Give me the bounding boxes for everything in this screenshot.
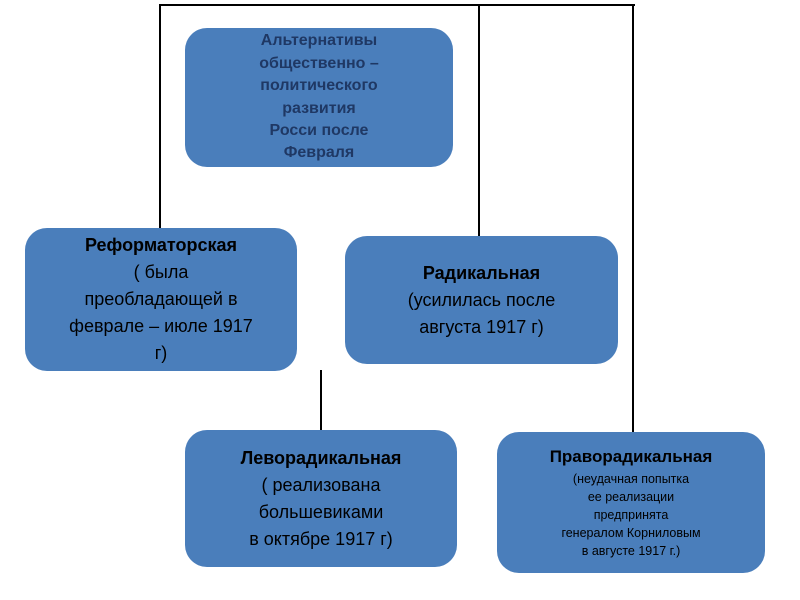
connector-top-horizontal	[159, 4, 635, 6]
box-radical-title: Радикальная	[422, 262, 541, 283]
box-left-radical: Леворадикальная ( реализована большевика…	[185, 430, 457, 567]
box-reformist-title: Реформаторская	[84, 235, 238, 255]
connector-left-vertical	[159, 4, 161, 230]
box-title-text: Альтернативы общественно – политического…	[259, 32, 379, 162]
connector-leftradical-vertical	[320, 370, 322, 432]
box-right-radical: Праворадикальная (неудачная попытка ее р…	[497, 432, 765, 573]
box-radical: Радикальная (усилилась после августа 191…	[345, 236, 618, 364]
box-right-radical-title: Праворадикальная	[549, 446, 713, 466]
connector-right-vertical	[632, 4, 634, 434]
box-radical-body: (усилилась после августа 1917 г)	[407, 289, 556, 337]
box-left-radical-title: Леворадикальная	[240, 447, 402, 468]
connector-middle-vertical	[478, 4, 480, 238]
box-left-radical-body: ( реализована большевиками в октябре 191…	[249, 474, 393, 549]
box-reformist: Реформаторская ( была преобладающей в фе…	[25, 228, 297, 371]
box-title: Альтернативы общественно – политического…	[185, 28, 453, 167]
box-right-radical-body: (неудачная попытка ее реализации предпри…	[561, 471, 701, 559]
box-reformist-body: ( была преобладающей в феврале – июле 19…	[69, 262, 253, 363]
